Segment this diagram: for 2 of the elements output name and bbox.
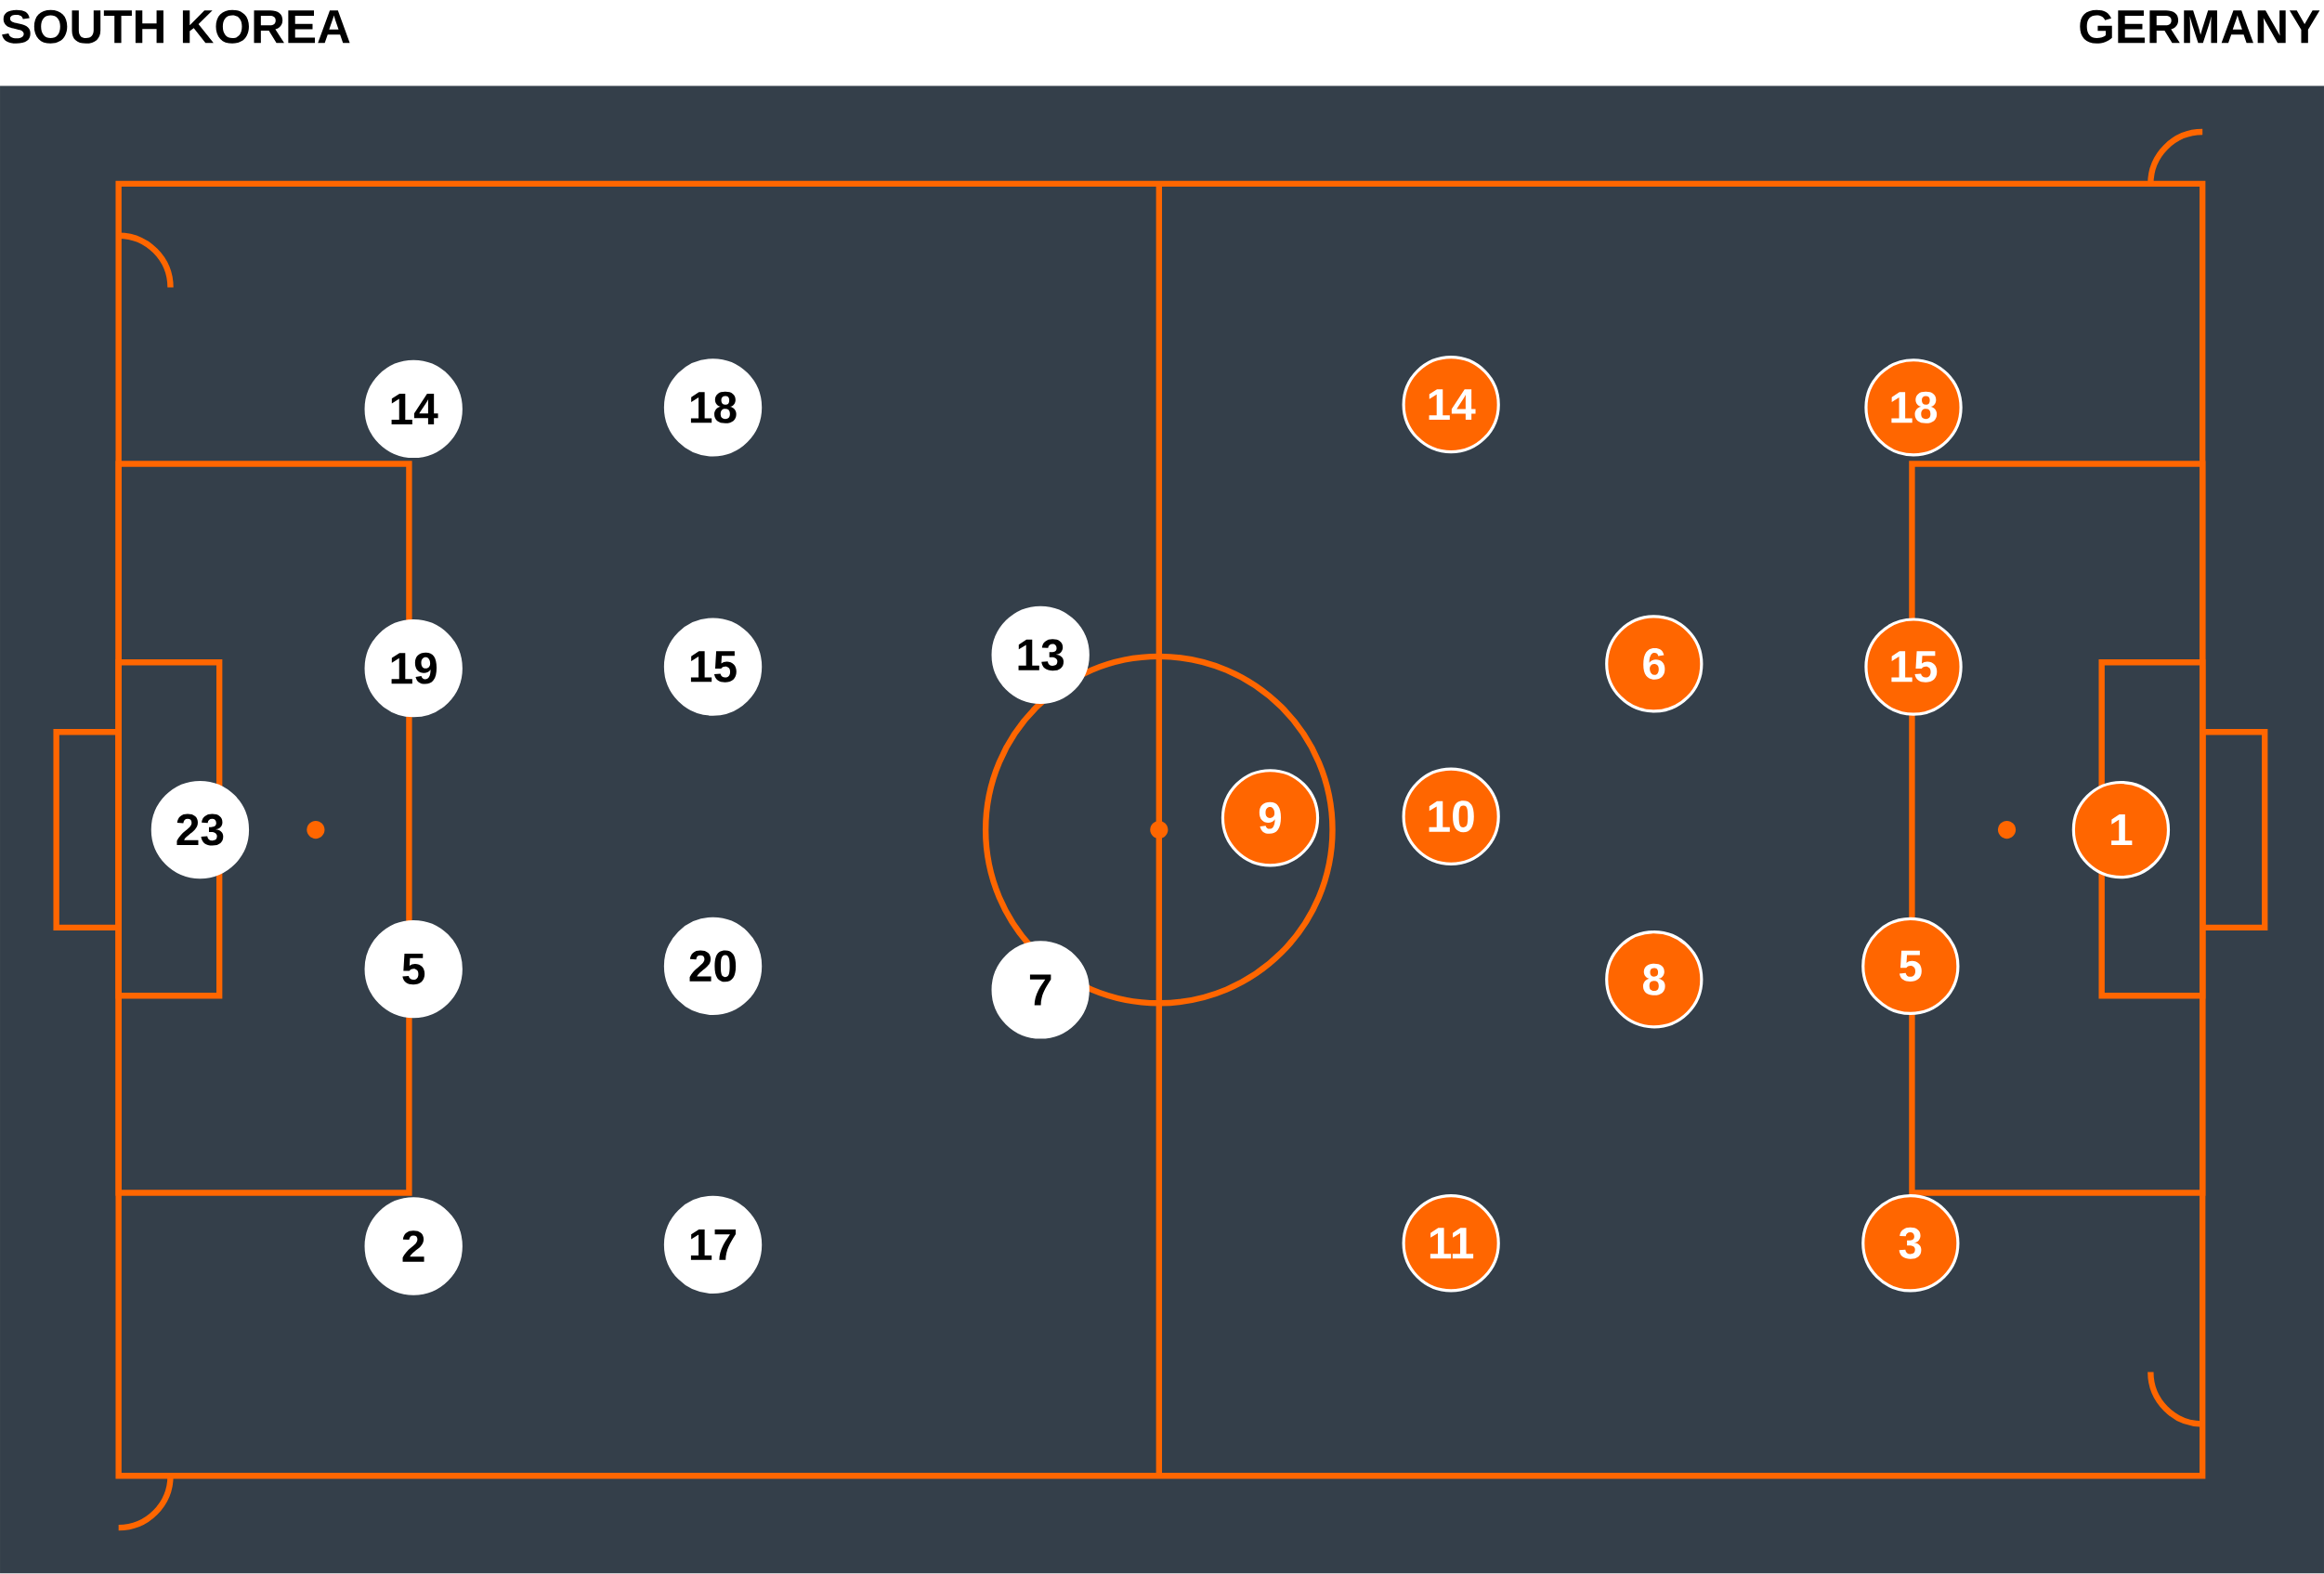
team-name: GERMANY [2080,9,2320,44]
team-name: SOUTH KOREA [2,9,350,44]
